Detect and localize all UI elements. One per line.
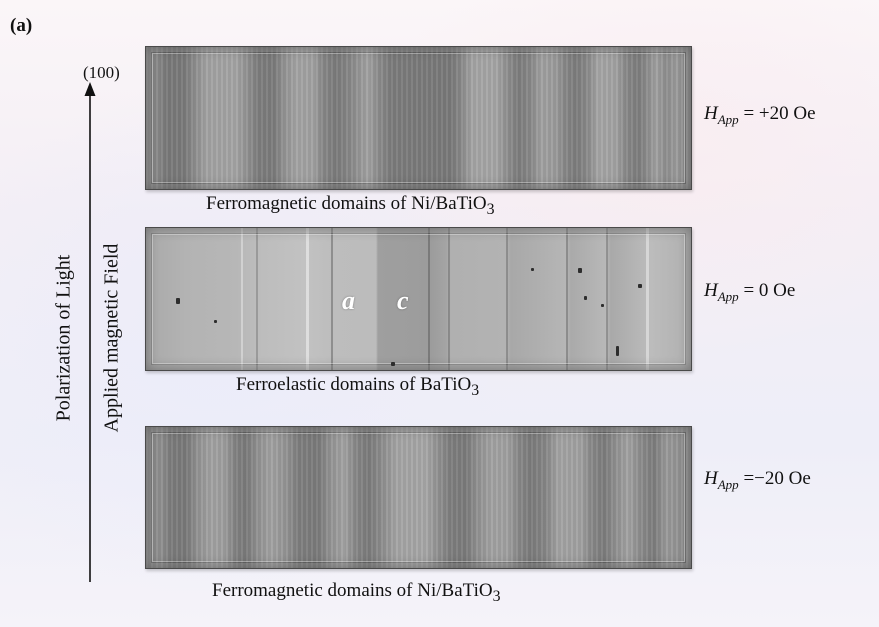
caption-middle: Ferroelastic domains of BaTiO3 bbox=[236, 374, 479, 400]
surface-defect bbox=[531, 268, 534, 271]
panel-label: (a) bbox=[10, 15, 33, 36]
caption-top: Ferromagnetic domains of Ni/BaTiO3 bbox=[206, 193, 495, 219]
a-domain-label: a bbox=[342, 286, 355, 315]
panel-inner-frame bbox=[152, 234, 685, 364]
arrow-head bbox=[84, 82, 96, 96]
surface-defect bbox=[601, 304, 604, 307]
caption-subscript: 3 bbox=[492, 587, 501, 605]
crystal-orientation-label: (100) bbox=[83, 63, 120, 82]
field-value-bottom: HApp =−20 Oe bbox=[704, 468, 811, 493]
field-subscript: App bbox=[717, 288, 739, 304]
ferromagnetic-domains-image-top bbox=[145, 46, 692, 190]
surface-defect bbox=[584, 296, 587, 300]
field-subscript: App bbox=[717, 111, 739, 127]
c-domain-label: c bbox=[397, 286, 409, 315]
ferroelastic-domains-image bbox=[145, 227, 692, 371]
field-value-middle: HApp = 0 Oe bbox=[704, 280, 795, 305]
field-subscript: App bbox=[717, 476, 739, 492]
surface-defect bbox=[578, 268, 582, 273]
ferromagnetic-domains-image-bottom bbox=[145, 426, 692, 569]
surface-defect bbox=[638, 284, 642, 288]
panel-inner-frame bbox=[152, 53, 685, 183]
field-symbol: H bbox=[704, 280, 718, 301]
surface-defect bbox=[391, 362, 395, 366]
applied-field-axis-label: Applied magnetic Field bbox=[100, 243, 123, 433]
surface-defect bbox=[176, 298, 180, 304]
applied-field-arrow bbox=[84, 82, 96, 582]
caption-text: Ferroelastic domains of BaTiO bbox=[236, 374, 472, 395]
caption-subscript: 3 bbox=[471, 381, 480, 399]
field-value-text: =−20 Oe bbox=[743, 468, 811, 489]
field-value-top: HApp = +20 Oe bbox=[704, 103, 816, 128]
panel-inner-frame bbox=[152, 433, 685, 562]
caption-bottom: Ferromagnetic domains of Ni/BaTiO3 bbox=[212, 580, 501, 606]
field-value-text: = +20 Oe bbox=[743, 103, 816, 124]
field-symbol: H bbox=[704, 468, 718, 489]
caption-text: Ferromagnetic domains of Ni/BaTiO bbox=[212, 580, 493, 601]
field-symbol: H bbox=[704, 103, 718, 124]
polarization-axis-label: Polarization of Light bbox=[52, 254, 75, 422]
surface-defect bbox=[214, 320, 217, 323]
surface-defect bbox=[616, 346, 619, 356]
caption-subscript: 3 bbox=[486, 200, 495, 218]
caption-text: Ferromagnetic domains of Ni/BaTiO bbox=[206, 193, 487, 214]
field-value-text: = 0 Oe bbox=[743, 280, 796, 301]
